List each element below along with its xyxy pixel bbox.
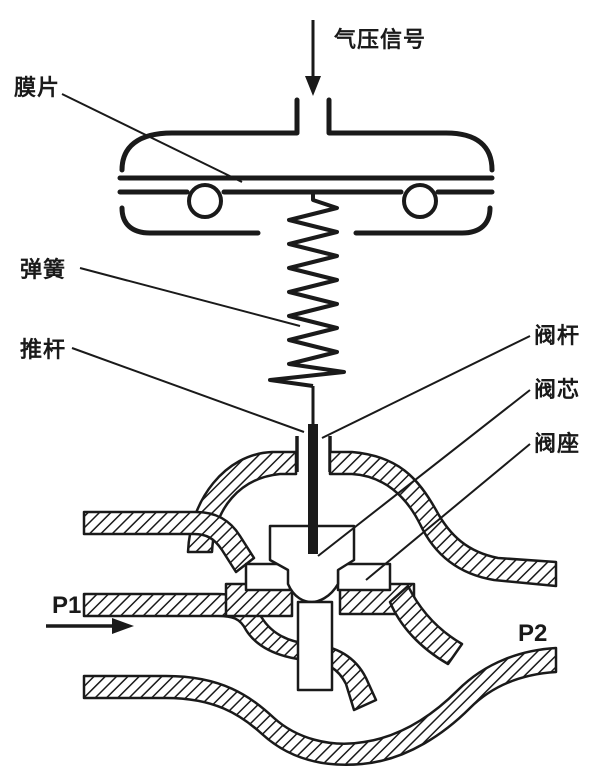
seat-outlet-connector	[388, 584, 464, 666]
flange-circle-right	[402, 183, 438, 219]
label-p1: P1	[52, 592, 82, 619]
leader-push-rod	[71, 347, 305, 433]
leader-valve-core	[317, 389, 531, 557]
lower-case-left	[119, 205, 261, 236]
valve-body	[82, 450, 558, 766]
plug-guide	[296, 600, 334, 692]
leader-spring	[79, 267, 301, 327]
bottom-wall	[82, 646, 558, 766]
label-valve-stem: 阀杆	[534, 323, 581, 348]
spring	[268, 190, 346, 388]
top-cover-left	[119, 130, 300, 173]
label-diaphragm: 膜片	[14, 75, 61, 100]
leader-diaphragm	[61, 93, 243, 183]
label-valve-seat: 阀座	[534, 431, 581, 456]
flange-circle-left	[187, 183, 223, 219]
label-valve-core: 阀芯	[534, 377, 581, 402]
label-push-rod: 推杆	[20, 337, 67, 362]
diaphragm-actuator	[117, 97, 495, 236]
inlet-upper-wall	[82, 510, 256, 574]
lower-case-right	[353, 205, 493, 236]
label-spring: 弹簧	[20, 257, 67, 282]
seat-block-right	[336, 562, 392, 592]
inlet-flow-arrow	[46, 618, 134, 634]
valve-stem	[308, 424, 318, 554]
label-air-signal: 气压信号	[334, 27, 427, 52]
air-signal-arrow	[305, 20, 321, 96]
leader-valve-stem	[321, 335, 531, 439]
label-p2: P2	[518, 620, 548, 647]
leader-lines	[61, 93, 531, 581]
bonnet-arch-right	[328, 450, 558, 588]
leader-valve-seat	[365, 443, 531, 581]
top-cover-right	[326, 130, 495, 173]
